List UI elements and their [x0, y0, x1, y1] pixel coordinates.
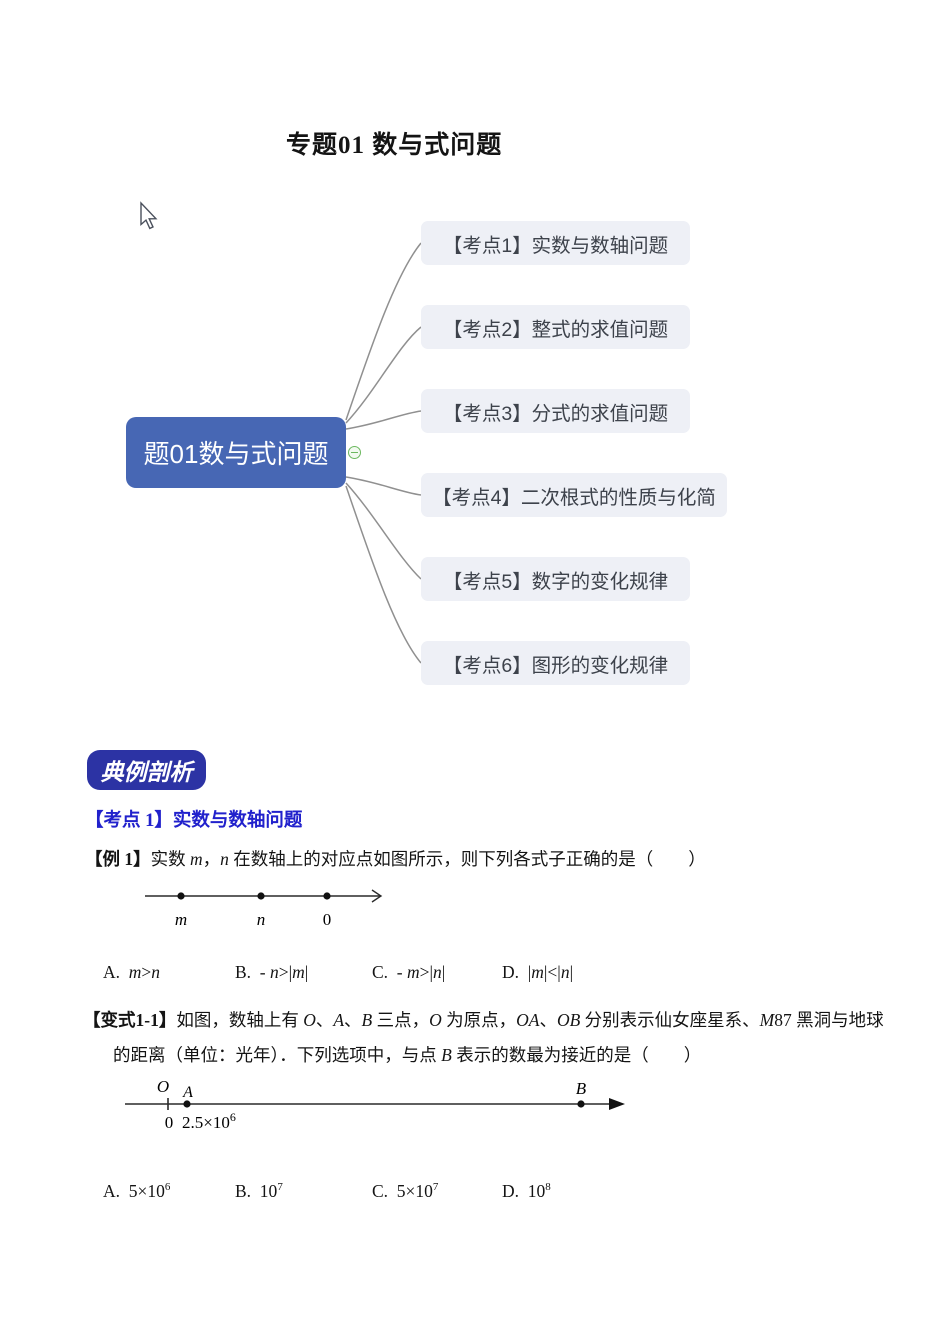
mindmap-topic-5[interactable]: 【考点5】数字的变化规律: [421, 557, 690, 601]
point-dot-m: [177, 892, 185, 900]
arrowhead-solid: [609, 1098, 625, 1110]
curve-topic-3: [345, 410, 422, 430]
minus-glyph: [351, 451, 358, 454]
arrowhead-open: [371, 889, 383, 903]
point-dot-a: [183, 1100, 191, 1108]
mindmap-topic-4[interactable]: 【考点4】二次根式的性质与化简: [421, 473, 727, 517]
point-label-zero: 0: [323, 910, 332, 929]
example1-option-d: D. |m|<|n|: [502, 962, 574, 982]
variant1-option-c: C. 5×107: [372, 1181, 439, 1201]
example1-option-a: A. m>n: [103, 962, 161, 982]
a-value-label: 2.5×106: [182, 1110, 236, 1132]
section-badge: 典例剖析: [87, 750, 206, 790]
variant1-option-d: D. 108: [502, 1181, 551, 1201]
example1-option-b: B. - n>|m|: [235, 962, 309, 982]
page-title: 专题01 数与式问题: [286, 132, 503, 159]
mindmap-topic-6[interactable]: 【考点6】图形的变化规律: [421, 641, 690, 685]
point-label-n: n: [257, 910, 266, 929]
curve-topic-1: [345, 242, 422, 421]
variant1-prompt-line1: 【变式1-1】如图，数轴上有 O、A、B 三点，O 为原点，OA、OB 分别表示…: [83, 1010, 884, 1030]
curve-topic-6: [345, 485, 422, 664]
section1-heading: 【考点 1】实数与数轴问题: [85, 811, 303, 831]
point-dot-n: [257, 892, 265, 900]
numberline-example1: m n 0: [145, 889, 383, 929]
mindmap-topic-1[interactable]: 【考点1】实数与数轴问题: [421, 221, 690, 265]
mindmap-topic-3[interactable]: 【考点3】分式的求值问题: [421, 389, 690, 433]
curve-topic-2: [345, 326, 422, 424]
mouse-cursor-icon: [140, 201, 158, 230]
example1-prompt: 【例 1】实数 m，n 在数轴上的对应点如图所示，则下列各式子正确的是（ ）: [85, 849, 706, 869]
collapse-minus-icon[interactable]: [348, 446, 361, 459]
curve-topic-5: [345, 482, 422, 580]
a-value-base: 2.5×10: [182, 1113, 230, 1132]
point-label-o: O: [157, 1077, 169, 1096]
origin-value-label: 0: [165, 1113, 174, 1132]
point-label-a: A: [182, 1084, 193, 1101]
point-label-b: B: [576, 1079, 587, 1098]
point-dot-zero: [323, 892, 331, 900]
variant1-option-a: A. 5×106: [103, 1181, 171, 1201]
curve-topic-4: [345, 476, 422, 496]
point-label-m: m: [175, 910, 187, 929]
numberline-variant1: O A B 0 2.5×106: [125, 1077, 625, 1132]
variant1-option-b: B. 107: [235, 1181, 283, 1201]
a-value-exponent: 6: [230, 1110, 236, 1124]
mindmap-topic-2[interactable]: 【考点2】整式的求值问题: [421, 305, 690, 349]
variant1-prompt-line2: 的距离（单位：光年）．下列选项中，与点 B 表示的数最为接近的是（ ）: [113, 1045, 702, 1065]
example1-option-c: C. - m>|n|: [372, 962, 446, 982]
mindmap-center-node[interactable]: 题01数与式问题: [126, 417, 346, 488]
point-dot-b: [577, 1100, 585, 1108]
